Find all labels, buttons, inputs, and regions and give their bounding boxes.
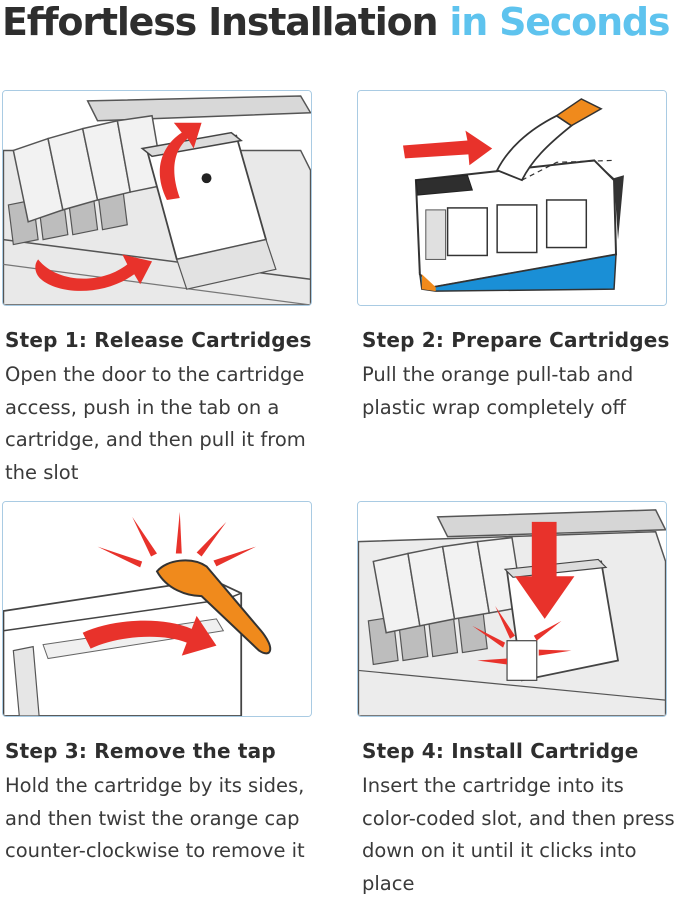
- step-2-title: Step 2: Prepare Cartridges: [362, 328, 670, 352]
- step-1-description: Open the door to the cartridge access, p…: [5, 363, 306, 484]
- step-1-title: Step 1: Release Cartridges: [5, 328, 312, 352]
- install-cartridge-illustration: [358, 502, 666, 716]
- step-2-illustration: [357, 90, 667, 306]
- page-title: Effortless Installation in Seconds: [2, 0, 671, 46]
- step-4-description: Insert the cartridge into its color-code…: [362, 774, 675, 895]
- title-main: Effortless Installation: [2, 0, 439, 44]
- pull-tab-illustration: [358, 91, 666, 305]
- release-cartridge-illustration: [3, 91, 311, 305]
- twist-cap-illustration: [3, 502, 311, 716]
- step-2-description: Pull the orange pull-tab and plastic wra…: [362, 363, 634, 419]
- step-3-title: Step 3: Remove the tap: [5, 739, 276, 763]
- step-4-title: Step 4: Install Cartridge: [362, 739, 639, 763]
- title-accent: in Seconds: [449, 0, 670, 44]
- step-1-illustration: [2, 90, 312, 306]
- step-3-illustration: [2, 501, 312, 717]
- step-3-description: Hold the cartridge by its sides, and the…: [5, 774, 305, 862]
- step-4-illustration: [357, 501, 667, 717]
